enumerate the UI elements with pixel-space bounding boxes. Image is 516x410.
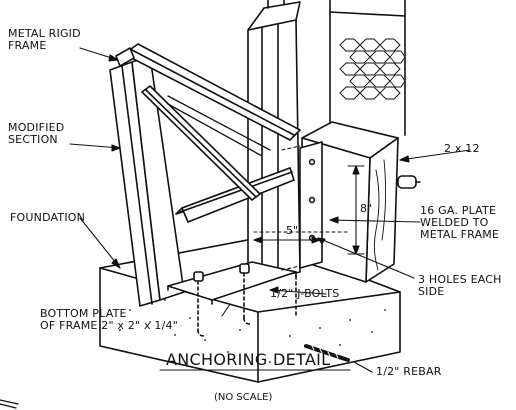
rigid-frame-rafter xyxy=(115,43,301,141)
label-metal-rigid-frame: METAL RIGID FRAME xyxy=(8,27,81,52)
leader-lines xyxy=(69,47,471,373)
dimension-five-inch xyxy=(253,236,321,244)
dimension-eight-inch xyxy=(347,165,365,255)
label-plate: 16 GA. PLATE WELDED TO METAL FRAME xyxy=(420,204,500,241)
dimension-label-height: 8" xyxy=(360,202,373,215)
hidden-lines xyxy=(253,145,351,271)
wall-panel xyxy=(329,0,406,136)
drawing-scale-note: (NO SCALE) xyxy=(214,392,273,403)
dimension-label-width: 5" xyxy=(286,224,299,237)
steel-plate xyxy=(299,141,323,269)
frame-diagonal-brace xyxy=(141,85,261,201)
label-j-bolts: 1/2" J-BOLTS xyxy=(270,287,340,300)
rebar xyxy=(304,344,350,362)
label-holes: 3 HOLES EACH SIDE xyxy=(418,273,502,298)
label-two-by-twelve: 2 x 12 xyxy=(444,142,480,155)
label-bottom-plate: BOTTOM PLATE OF FRAME 2" x 2" x 1/4" xyxy=(40,307,178,332)
j-bolts xyxy=(193,263,297,337)
frame-upper-web xyxy=(167,95,271,157)
pencil-mark xyxy=(0,399,19,409)
drawing-title: ANCHORING DETAIL xyxy=(166,350,331,369)
label-modified-section: MODIFIED SECTION xyxy=(8,121,65,146)
label-foundation: FOUNDATION xyxy=(10,211,86,224)
label-rebar: 1/2" REBAR xyxy=(376,365,442,378)
